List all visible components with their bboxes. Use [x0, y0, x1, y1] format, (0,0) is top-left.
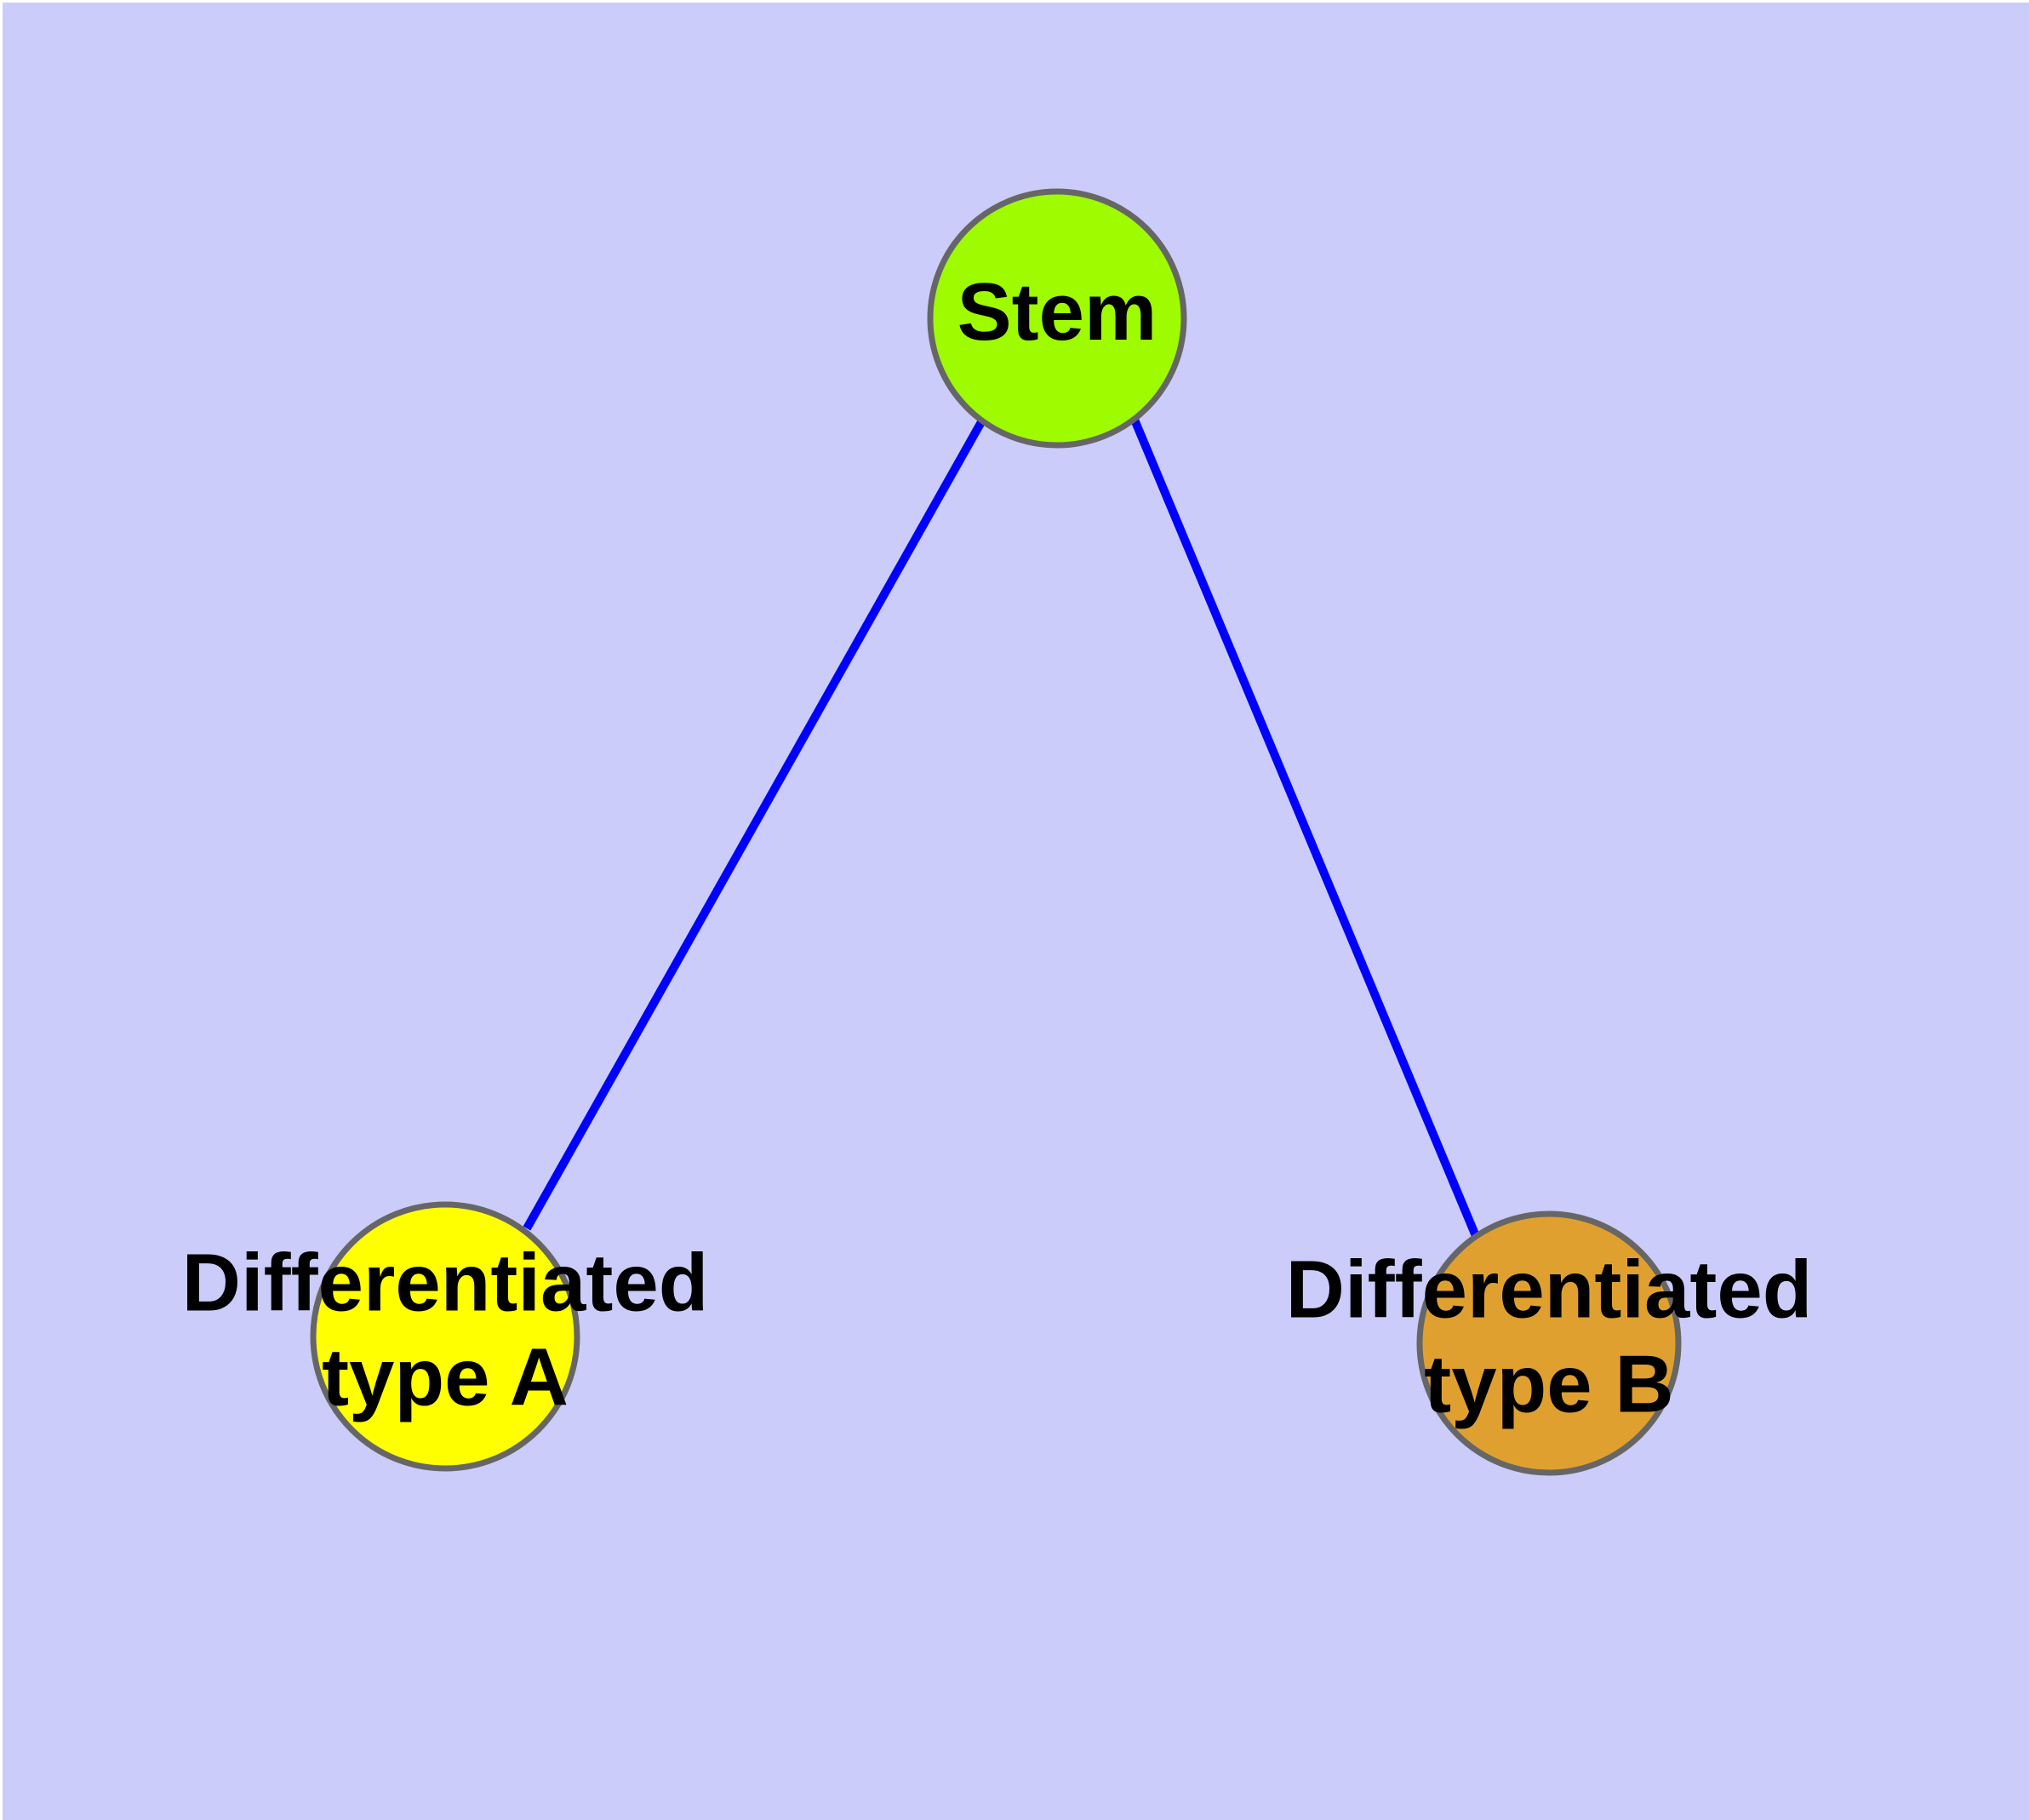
- edges-layer: [523, 418, 1480, 1238]
- node-label-line: type B: [1424, 1339, 1673, 1430]
- graph-node-diff-a[interactable]: [310, 1201, 580, 1472]
- node-label-stem: Stem: [957, 266, 1157, 358]
- node-label-line: type A: [322, 1332, 569, 1423]
- node-label-line: Differentiated: [182, 1238, 709, 1329]
- graph-node-diff-b[interactable]: [1416, 1210, 1682, 1476]
- graph-node-stem[interactable]: [927, 188, 1187, 449]
- node-label-line: Differentiated: [1286, 1245, 1813, 1336]
- nodes-layer: [310, 188, 1682, 1476]
- node-label-line: Stem: [957, 266, 1157, 358]
- graph-edge-stem-to-diff-a[interactable]: [523, 418, 986, 1231]
- graph-edge-stem-to-diff-b[interactable]: [1130, 418, 1480, 1238]
